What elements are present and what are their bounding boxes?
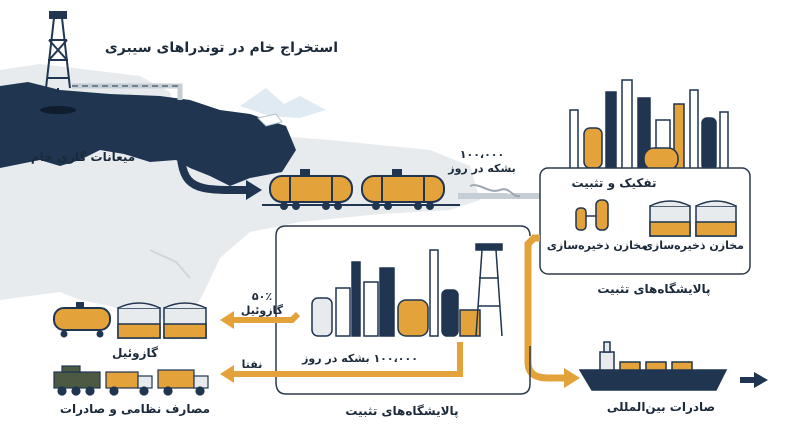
tanker-ship-icon xyxy=(578,341,728,391)
arrowhead-rail xyxy=(246,180,262,200)
diesel-flow-label: گازوئیل xyxy=(240,304,284,317)
storage-tank-icon xyxy=(649,200,737,237)
orange-flow-right xyxy=(524,234,566,382)
diesel-dest-label: گازوئیل xyxy=(112,346,158,360)
refinery-center-icon xyxy=(311,243,503,337)
frame-end xyxy=(476,225,531,237)
stabilization-right-label: پالایشگاه‌های تثبیت xyxy=(597,282,711,296)
drilling-rig-icon xyxy=(45,11,71,108)
ice-floe xyxy=(257,113,283,127)
diesel-tank-car-icon xyxy=(53,302,111,338)
rate-top-number: ۱۰۰،۰۰۰ xyxy=(459,148,505,161)
exports-label: صادرات بین‌المللی xyxy=(606,400,716,414)
diesel-percent: ۵۰٪ xyxy=(251,290,273,303)
diesel-storage-icon xyxy=(117,302,207,339)
refinery-top-icon xyxy=(569,79,729,171)
orange-flow-diesel xyxy=(232,311,301,323)
well-pit xyxy=(40,106,76,114)
stabilization-bottom-label: پالایشگاه‌های تثبیت xyxy=(345,404,459,418)
storage-label-large: مخازن ذخیره‌سازی xyxy=(642,239,744,252)
tank-car-icon xyxy=(361,169,445,210)
storage-label-small: مخازن ذخیره‌سازی xyxy=(546,239,648,252)
ice-bits xyxy=(240,88,326,118)
arrowhead-diesel xyxy=(220,311,234,329)
rate-mid-label: ۱۰۰،۰۰۰ بشکه در روز xyxy=(302,352,418,365)
pipe-joint xyxy=(469,184,521,198)
flow-arrow-to-rail xyxy=(176,133,248,194)
orange-flow-naphtha xyxy=(232,342,463,377)
arrowhead-naphtha xyxy=(220,365,234,383)
tundra-region xyxy=(0,82,296,186)
dump-truck-icon xyxy=(105,371,153,396)
rate-top-unit: بشکه در روز xyxy=(448,162,516,175)
arrowhead-ship xyxy=(754,372,768,388)
separation-label: تفکیک و تثبیت xyxy=(571,176,657,190)
tank-car-icon xyxy=(269,169,353,210)
gas-fields-label: میعانات گازی خام xyxy=(30,150,136,164)
diagram-title: استخراج خام در توندراهای سیبری xyxy=(104,40,338,56)
stabilization-frame xyxy=(275,225,531,395)
map-coast xyxy=(149,249,191,279)
naphtha-flow-label: نفتا xyxy=(241,358,263,371)
vessel-icon xyxy=(575,199,609,231)
tanker-truck-icon xyxy=(157,369,209,396)
military-exports-label: مصارف نظامی و صادرات xyxy=(59,402,211,416)
military-vehicle-icon xyxy=(53,365,101,396)
separation-box xyxy=(539,167,751,275)
arrowhead-exports xyxy=(564,368,580,388)
